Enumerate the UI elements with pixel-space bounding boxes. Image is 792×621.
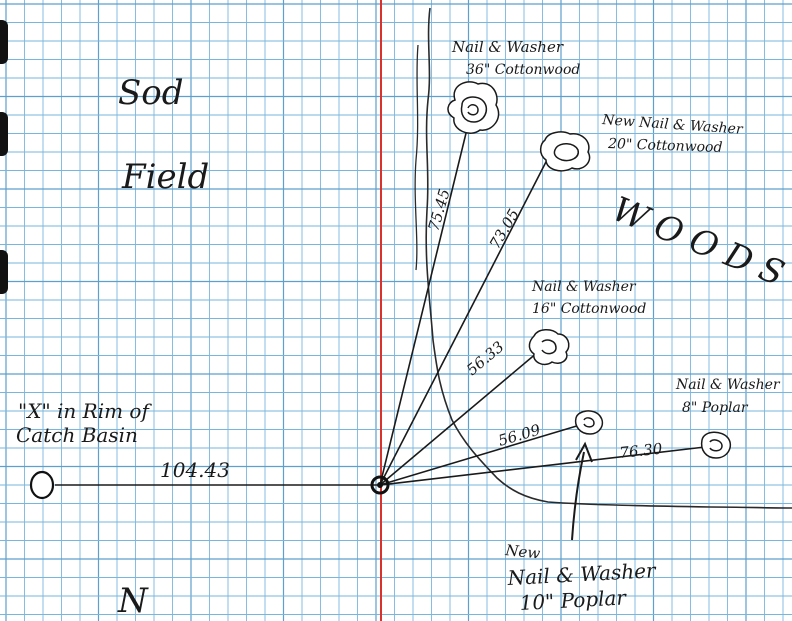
- field-label: Field: [121, 157, 209, 197]
- catch-basin-marker: [29, 470, 55, 500]
- tree3-note-line2: 16" Cottonwood: [532, 301, 646, 317]
- catch-basin-label-line1: "X" in Rim of: [18, 399, 152, 423]
- sod-label: Sod: [118, 73, 184, 113]
- tree5-symbol: [574, 410, 604, 435]
- measure-tree4: 76.30: [619, 440, 664, 462]
- binder-holes: [0, 20, 8, 294]
- measure-catch-basin: 104.43: [160, 458, 230, 482]
- line-to-tree4: [379, 446, 706, 486]
- tree3-symbol: [528, 329, 570, 366]
- tree1-note-line2: 36" Cottonwood: [466, 62, 580, 78]
- binder-hole: [0, 20, 8, 64]
- north-label: N: [117, 581, 149, 621]
- catch-basin-label-line2: Catch Basin: [16, 423, 138, 447]
- line-to-tree5: [379, 424, 581, 486]
- binder-hole: [0, 250, 8, 294]
- control-point-inner: [377, 482, 383, 488]
- tree1-note-line1: Nail & Washer: [451, 38, 564, 56]
- tree4-note-line1: Nail & Washer: [675, 377, 781, 393]
- tree2-symbol: [539, 131, 591, 172]
- binder-hole: [0, 112, 8, 156]
- measurement-lines: [55, 124, 706, 486]
- control-point-outer: [370, 475, 390, 495]
- tree5-note-line3: 10" Poplar: [519, 585, 628, 615]
- tree4-symbol: [700, 431, 732, 459]
- line-to-tree1: [379, 124, 469, 486]
- line-to-tree2: [379, 157, 549, 486]
- woods-boundary-line-2: [414, 44, 419, 271]
- line-to-tree3: [379, 351, 539, 486]
- pointer-arrow-line: [571, 451, 585, 541]
- woods-boundary-line: [425, 7, 792, 509]
- tree4-note-line2: 8" Poplar: [682, 400, 749, 416]
- tree2-note-line2: 20" Cottonwood: [607, 136, 723, 156]
- tree5-note-line1: New: [504, 541, 542, 563]
- tree1-symbol: [447, 81, 500, 134]
- pointer-arrow-head: [575, 441, 593, 463]
- tree3-note-line1: Nail & Washer: [531, 279, 637, 295]
